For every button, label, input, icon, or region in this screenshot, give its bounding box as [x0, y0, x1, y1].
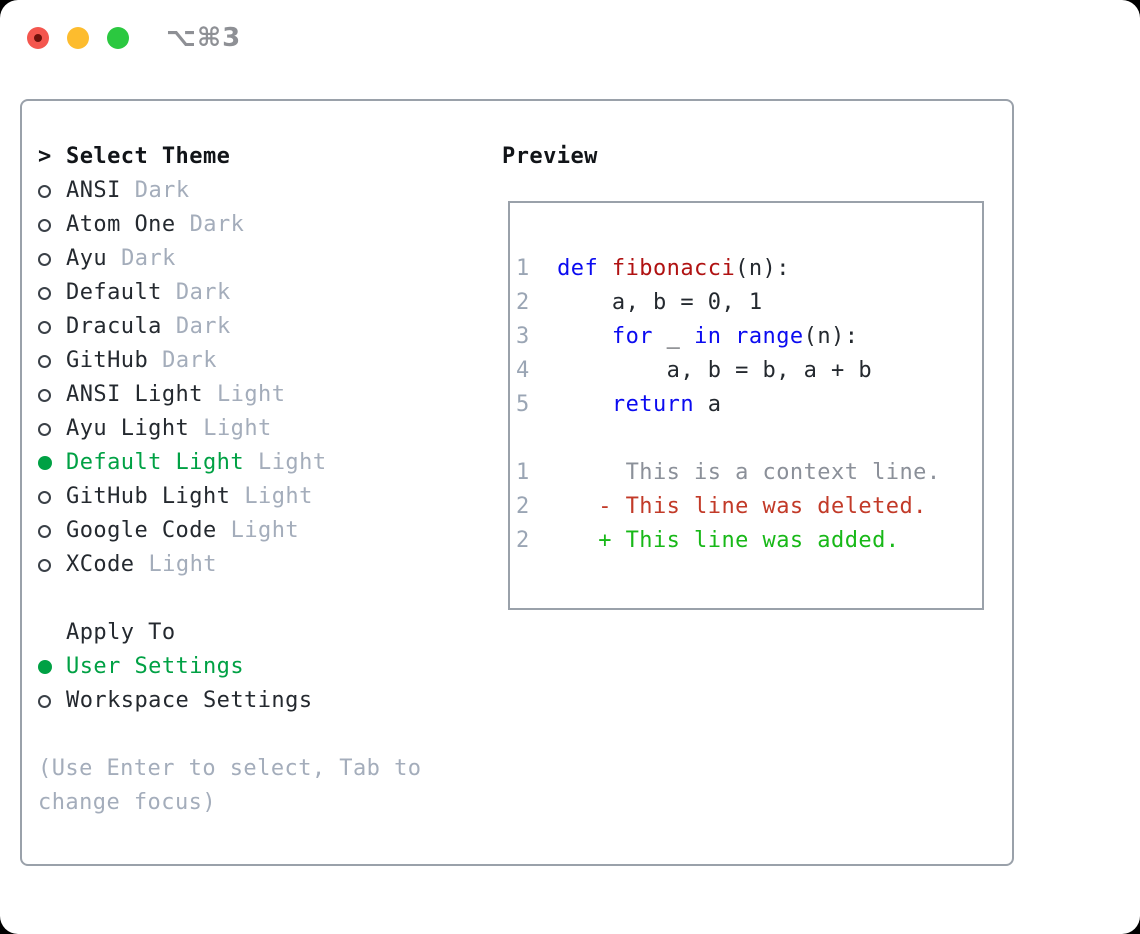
radio-icon	[38, 286, 66, 300]
theme-item-github-light[interactable]: GitHub Light Light	[38, 480, 488, 514]
diff-context-line: 1 This is a context line.	[516, 460, 941, 485]
preview-pane: 1 def fibonacci(n): 2 a, b = 0, 1 3 for …	[508, 201, 984, 610]
record-dot-icon	[34, 34, 42, 42]
theme-item-default-dark[interactable]: Default Dark	[38, 276, 488, 310]
hint-text-line1: (Use Enter to select, Tab to	[38, 756, 422, 781]
radio-icon	[38, 354, 66, 368]
theme-item-ayu-dark[interactable]: Ayu Dark	[38, 242, 488, 276]
line-number: 4	[516, 358, 530, 383]
line-number: 2	[516, 290, 530, 315]
spacer	[38, 718, 488, 752]
radio-icon	[38, 388, 66, 402]
radio-icon	[38, 694, 66, 708]
theme-item-google-code[interactable]: Google Code Light	[38, 514, 488, 548]
radio-icon	[38, 320, 66, 334]
theme-item-ansi-light[interactable]: ANSI Light Light	[38, 378, 488, 412]
theme-list-header: > Select Theme	[38, 140, 488, 174]
apply-option-workspace-settings[interactable]: Workspace Settings	[38, 684, 488, 718]
zoom-button[interactable]	[107, 27, 129, 49]
theme-item-ayu-light[interactable]: Ayu Light Light	[38, 412, 488, 446]
code-line-2: 2 a, b = 0, 1	[516, 290, 763, 315]
code-line-1: 1 def fibonacci(n):	[516, 256, 790, 281]
radio-icon	[38, 422, 66, 436]
focus-caret-icon: >	[38, 144, 52, 169]
apply-to-header: Apply To	[66, 620, 176, 645]
radio-icon	[38, 524, 66, 538]
diff-added-line: 2 + This line was added.	[516, 528, 900, 553]
code-blank-line	[516, 422, 982, 456]
line-number: 2	[516, 494, 530, 519]
radio-icon	[38, 252, 66, 266]
theme-item-github-dark[interactable]: GitHub Dark	[38, 344, 488, 378]
theme-item-xcode[interactable]: XCode Light	[38, 548, 488, 582]
radio-icon	[38, 490, 66, 504]
radio-icon	[38, 184, 66, 198]
spacer	[38, 582, 488, 616]
window-title: ⌥⌘3	[166, 23, 242, 53]
theme-item-atom-one-dark[interactable]: Atom One Dark	[38, 208, 488, 242]
theme-item-ansi-dark[interactable]: ANSI Dark	[38, 174, 488, 208]
theme-item-default-light-selected[interactable]: Default Light Light	[38, 446, 488, 480]
code-line-3: 3 for _ in range(n):	[516, 324, 859, 349]
code-blank-line	[516, 218, 982, 252]
titlebar: ⌥⌘3	[0, 0, 1140, 76]
radio-icon	[38, 218, 66, 232]
theme-item-dracula-dark[interactable]: Dracula Dark	[38, 310, 488, 344]
radio-selected-icon	[38, 660, 66, 674]
preview-header: Preview	[502, 144, 598, 169]
diff-deleted-line: 2 - This line was deleted.	[516, 494, 927, 519]
line-number: 1	[516, 256, 530, 281]
close-button[interactable]	[27, 27, 49, 49]
apply-option-user-settings[interactable]: User Settings	[38, 650, 488, 684]
theme-list: > Select Theme ANSI Dark Atom One Dark A…	[38, 140, 488, 820]
theme-list-header-label: Select Theme	[66, 144, 231, 169]
code-line-5: 5 return a	[516, 392, 722, 417]
code-line-4: 4 a, b = b, a + b	[516, 358, 873, 383]
line-number: 1	[516, 460, 530, 485]
line-number: 5	[516, 392, 530, 417]
line-number: 2	[516, 528, 530, 553]
hint-text-line2: change focus)	[38, 790, 217, 815]
minimize-button[interactable]	[67, 27, 89, 49]
radio-selected-icon	[38, 456, 66, 470]
line-number: 3	[516, 324, 530, 349]
radio-icon	[38, 558, 66, 572]
